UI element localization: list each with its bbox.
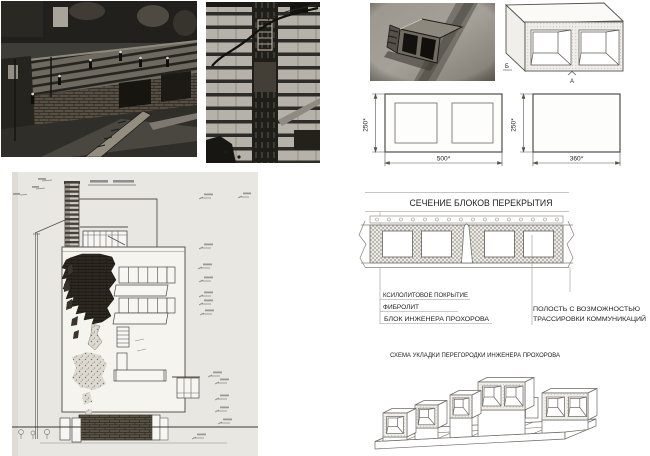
view-labels: Б А <box>503 64 577 85</box>
elevation-drawing-sheet <box>12 172 258 456</box>
view-a-arrow-icon <box>567 70 577 76</box>
elevation-mark-ticks <box>191 192 251 440</box>
callout-fibrolite: ФИБРОЛИТ <box>383 304 419 311</box>
stain-patch-1 <box>87 323 103 351</box>
mortar-joint <box>461 223 473 264</box>
block-side-dimension-drawing: 250* 360* <box>511 92 622 166</box>
break-symbol-left <box>358 220 370 268</box>
section-title: СЕЧЕНИЕ БЛОКОВ ПЕРЕКРЫТИЯ <box>410 197 553 208</box>
construction-photo-2-image <box>206 2 320 163</box>
callouts: КСИЛОЛИТОВОЕ ПОКРЫТИЕ ФИБРОЛИТ БЛОК ИНЖЕ… <box>383 292 646 323</box>
side-height-dim: 250* <box>511 118 518 132</box>
dimension-lines <box>372 92 504 166</box>
bay-window <box>172 376 200 399</box>
construction-photo-1-image <box>1 1 197 157</box>
stair-windows <box>116 326 130 374</box>
annotation-arrows <box>134 338 147 352</box>
block-cube-3 <box>449 389 482 419</box>
cavity-note-line2: ТРАССИРОВКИ КОММУНИКАЦИЙ <box>533 314 646 323</box>
bushes <box>18 429 50 439</box>
block-photo-image <box>370 3 495 81</box>
left-level-marks <box>13 178 53 196</box>
block-isometric-drawing: Б А <box>503 2 625 85</box>
block-isometric-figure: Б А <box>498 0 650 88</box>
stain-patch-2 <box>72 352 107 390</box>
xylolite-layer <box>369 215 564 224</box>
block-front-dimension-figure: 250* 500* <box>360 88 510 168</box>
break-symbol-right <box>563 220 575 268</box>
construction-photo-2 <box>206 2 320 163</box>
front-width-dim: 500* <box>437 156 451 163</box>
damaged-plaster-patch <box>61 253 117 325</box>
view-label-a: А <box>570 79 574 85</box>
block-right-pair <box>541 387 598 421</box>
xylolite-dots <box>375 217 559 222</box>
basement-door-right <box>159 417 169 441</box>
view-label-b: Б <box>505 64 509 70</box>
side-width-dim: 360* <box>570 156 584 163</box>
scheme-title: СХЕМА УКЛАДКИ ПЕРЕГОРОДКИ ИНЖЕНЕРА ПРОХО… <box>390 352 561 359</box>
front-height-dim: 250* <box>363 118 370 132</box>
callout-xylolite: КСИЛОЛИТОВОЕ ПОКРЫТИЕ <box>383 292 469 299</box>
block-front-dimension-drawing: 250* 500* <box>363 92 504 166</box>
callout-block: БЛОК ИНЖЕНЕРА ПРОХОРОВА <box>384 316 490 323</box>
chimney-cap <box>64 181 80 184</box>
pole <box>33 233 40 439</box>
floor-section-diagram: СЕЧЕНИЕ БЛОКОВ ПЕРЕКРЫТИЯ <box>358 192 646 325</box>
laying-scheme-diagram: СХЕМА УКЛАДКИ ПЕРЕГОРОДКИ ИНЖЕНЕРА ПРОХО… <box>374 352 598 450</box>
ragged-patches <box>64 264 79 339</box>
basement-door-left <box>59 417 71 441</box>
block-cube-1 <box>382 407 417 438</box>
basement-pillar-left <box>71 417 82 443</box>
construction-photo-1 <box>1 1 197 157</box>
block-cells <box>382 230 554 258</box>
dimension-lines <box>520 92 622 166</box>
building-elevation-drawing <box>12 172 258 456</box>
stain-patch-3 <box>82 392 92 405</box>
cavity-note-line1: ПОЛОСТЬ С ВОЗМОЖНОСТЬЮ <box>533 306 640 313</box>
drawing-title-marks <box>88 180 136 186</box>
callout-underlines <box>380 299 492 324</box>
course-pedestals <box>382 409 589 442</box>
block-photo <box>370 3 495 81</box>
floor-section-figure: СЕЧЕНИЕ БЛОКОВ ПЕРЕКРЫТИЯ <box>355 188 650 333</box>
window-rows <box>112 266 176 325</box>
block-top-pair <box>477 376 535 411</box>
penthouse <box>82 230 128 248</box>
block-side-dimension-figure: 250* 360* <box>508 88 650 168</box>
block-cube-2 <box>414 399 448 429</box>
chimney <box>64 182 80 247</box>
laying-scheme-figure: СХЕМА УКЛАДКИ ПЕРЕГОРОДКИ ИНЖЕНЕРА ПРОХО… <box>365 345 650 456</box>
roof-lines <box>34 198 158 247</box>
lower-balcony <box>113 369 167 382</box>
worker-figures <box>31 50 169 104</box>
